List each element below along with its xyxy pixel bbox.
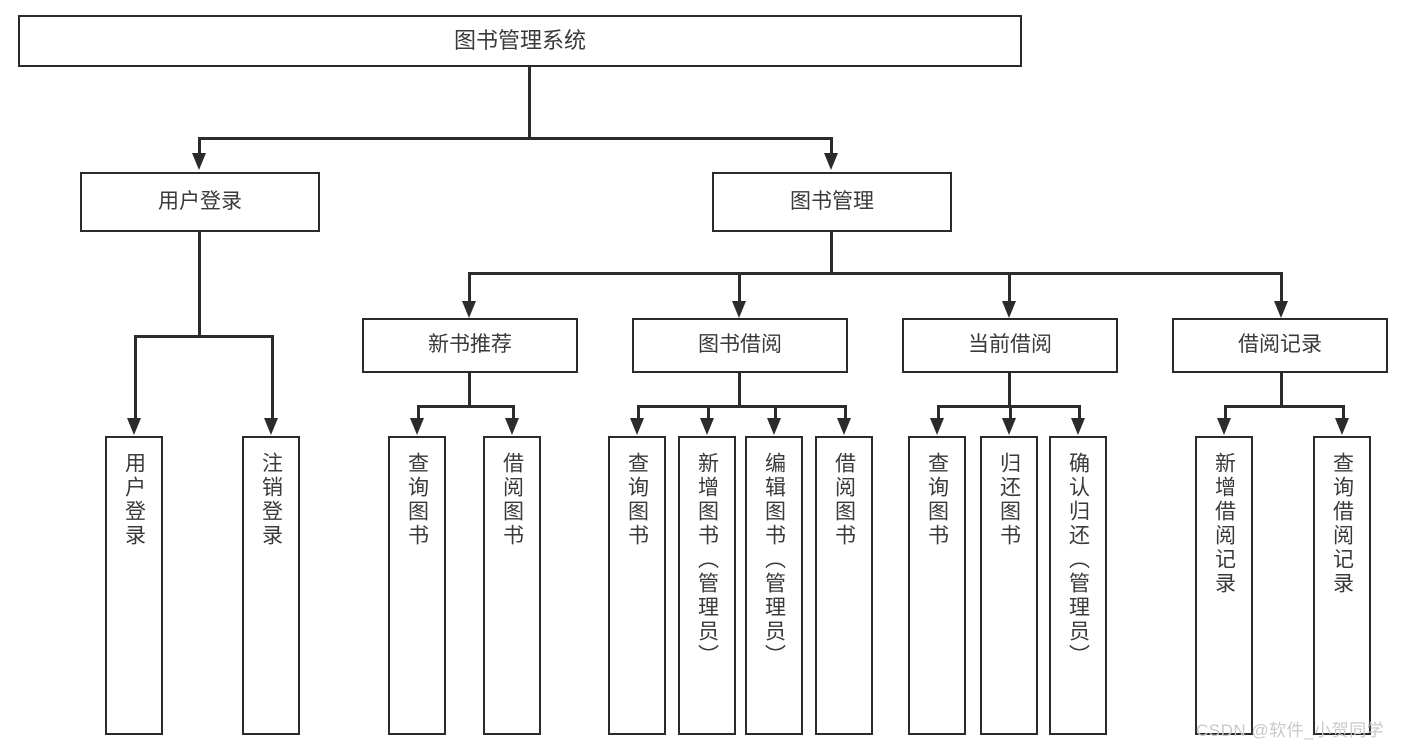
connector-login-trunk bbox=[198, 232, 201, 335]
connector-bookborrow-leaf3 bbox=[774, 405, 777, 419]
node-user-login[interactable]: 用户登录 bbox=[80, 172, 320, 232]
node-label: 借阅图书 bbox=[832, 452, 856, 548]
node-label: 查询图书 bbox=[625, 452, 649, 548]
arrow-recommend-leaf2 bbox=[505, 418, 519, 435]
node-label: 借阅图书 bbox=[500, 452, 524, 548]
arrow-currentborrow-leaf1 bbox=[930, 418, 944, 435]
leaf-recommend-borrow-book[interactable]: 借阅图书 bbox=[483, 436, 541, 735]
connector-recommend-leaf2 bbox=[512, 405, 515, 419]
leaf-borrow-borrow-book[interactable]: 借阅图书 bbox=[815, 436, 873, 735]
node-label: 查询图书 bbox=[405, 452, 429, 548]
connector-root-trunk bbox=[528, 67, 531, 137]
arrow-borrowrecord-leaf2 bbox=[1335, 418, 1349, 435]
connector-root-to-login bbox=[198, 137, 201, 155]
arrow-bookmgmt-c1 bbox=[462, 301, 476, 318]
node-root-system[interactable]: 图书管理系统 bbox=[18, 15, 1022, 67]
connector-currentborrow-trunk bbox=[1008, 373, 1011, 405]
arrow-bookborrow-leaf2 bbox=[700, 418, 714, 435]
node-label: 确认归还（管理员） bbox=[1066, 452, 1090, 668]
connector-borrowrecord-leaf1 bbox=[1224, 405, 1227, 419]
node-book-management[interactable]: 图书管理 bbox=[712, 172, 952, 232]
arrow-login-leaf1 bbox=[127, 418, 141, 435]
node-label: 归还图书 bbox=[997, 452, 1021, 548]
leaf-borrow-add-book-admin[interactable]: 新增图书（管理员） bbox=[678, 436, 736, 735]
leaf-current-query-book[interactable]: 查询图书 bbox=[908, 436, 966, 735]
node-label: 用户登录 bbox=[158, 189, 242, 213]
leaf-current-confirm-return-admin[interactable]: 确认归还（管理员） bbox=[1049, 436, 1107, 735]
node-label: 当前借阅 bbox=[968, 333, 1052, 357]
node-label: 查询图书 bbox=[925, 452, 949, 548]
connector-login-leaf1 bbox=[134, 335, 137, 419]
connector-bookmgmt-c1 bbox=[468, 272, 471, 302]
connector-bookmgmt-bar bbox=[468, 272, 1280, 275]
connector-bookmgmt-c2 bbox=[738, 272, 741, 302]
node-label: 图书借阅 bbox=[698, 333, 782, 357]
connector-borrowrecord-leaf2 bbox=[1342, 405, 1345, 419]
connector-bookborrow-trunk bbox=[738, 373, 741, 405]
connector-root-bar bbox=[198, 137, 830, 140]
connector-borrowrecord-trunk bbox=[1280, 373, 1283, 405]
leaf-logout[interactable]: 注销登录 bbox=[242, 436, 300, 735]
leaf-record-query-record[interactable]: 查询借阅记录 bbox=[1313, 436, 1371, 735]
arrow-currentborrow-leaf3 bbox=[1071, 418, 1085, 435]
leaf-user-login[interactable]: 用户登录 bbox=[105, 436, 163, 735]
arrow-root-to-bookmgmt bbox=[824, 153, 838, 170]
node-label: 注销登录 bbox=[259, 452, 283, 548]
connector-bookmgmt-c3 bbox=[1008, 272, 1011, 302]
node-label: 新书推荐 bbox=[428, 333, 512, 357]
node-label: 借阅记录 bbox=[1238, 333, 1322, 357]
connector-recommend-trunk bbox=[468, 373, 471, 405]
connector-bookmgmt-c4 bbox=[1280, 272, 1283, 302]
arrow-borrowrecord-leaf1 bbox=[1217, 418, 1231, 435]
connector-bookborrow-leaf2 bbox=[707, 405, 710, 419]
connector-root-to-bookmgmt bbox=[830, 137, 833, 155]
arrow-currentborrow-leaf2 bbox=[1002, 418, 1016, 435]
node-current-borrow[interactable]: 当前借阅 bbox=[902, 318, 1118, 373]
arrow-login-leaf2 bbox=[264, 418, 278, 435]
arrow-root-to-login bbox=[192, 153, 206, 170]
node-label: 图书管理 bbox=[790, 189, 874, 213]
arrow-bookmgmt-c4 bbox=[1274, 301, 1288, 318]
connector-recommend-bar bbox=[417, 405, 512, 408]
arrow-bookborrow-leaf4 bbox=[837, 418, 851, 435]
connector-currentborrow-bar bbox=[937, 405, 1078, 408]
node-borrow-record[interactable]: 借阅记录 bbox=[1172, 318, 1388, 373]
connector-bookborrow-leaf4 bbox=[844, 405, 847, 419]
node-label: 编辑图书（管理员） bbox=[762, 452, 786, 668]
arrow-bookborrow-leaf3 bbox=[767, 418, 781, 435]
leaf-borrow-edit-book-admin[interactable]: 编辑图书（管理员） bbox=[745, 436, 803, 735]
node-book-borrow[interactable]: 图书借阅 bbox=[632, 318, 848, 373]
node-label: 查询借阅记录 bbox=[1330, 452, 1354, 596]
node-new-book-recommend[interactable]: 新书推荐 bbox=[362, 318, 578, 373]
connector-login-bar bbox=[134, 335, 271, 338]
node-label: 新增图书（管理员） bbox=[695, 452, 719, 668]
connector-currentborrow-leaf1 bbox=[937, 405, 940, 419]
connector-login-leaf2 bbox=[271, 335, 274, 419]
arrow-bookborrow-leaf1 bbox=[630, 418, 644, 435]
connector-bookmgmt-trunk bbox=[830, 232, 833, 272]
arrow-bookmgmt-c2 bbox=[732, 301, 746, 318]
csdn-watermark: CSDN @软件_小贺同学 bbox=[1196, 721, 1385, 740]
node-label: 图书管理系统 bbox=[453, 28, 586, 54]
connector-currentborrow-leaf3 bbox=[1078, 405, 1081, 419]
connector-currentborrow-leaf2 bbox=[1009, 405, 1012, 419]
arrow-recommend-leaf1 bbox=[410, 418, 424, 435]
leaf-current-return-book[interactable]: 归还图书 bbox=[980, 436, 1038, 735]
leaf-borrow-query-book[interactable]: 查询图书 bbox=[608, 436, 666, 735]
connector-borrowrecord-bar bbox=[1224, 405, 1342, 408]
connector-bookborrow-bar bbox=[637, 405, 844, 408]
leaf-recommend-query-book[interactable]: 查询图书 bbox=[388, 436, 446, 735]
leaf-record-add-record[interactable]: 新增借阅记录 bbox=[1195, 436, 1253, 735]
arrow-bookmgmt-c3 bbox=[1002, 301, 1016, 318]
connector-recommend-leaf1 bbox=[417, 405, 420, 419]
node-label: 用户登录 bbox=[122, 452, 146, 548]
connector-bookborrow-leaf1 bbox=[637, 405, 640, 419]
node-label: 新增借阅记录 bbox=[1212, 452, 1236, 596]
